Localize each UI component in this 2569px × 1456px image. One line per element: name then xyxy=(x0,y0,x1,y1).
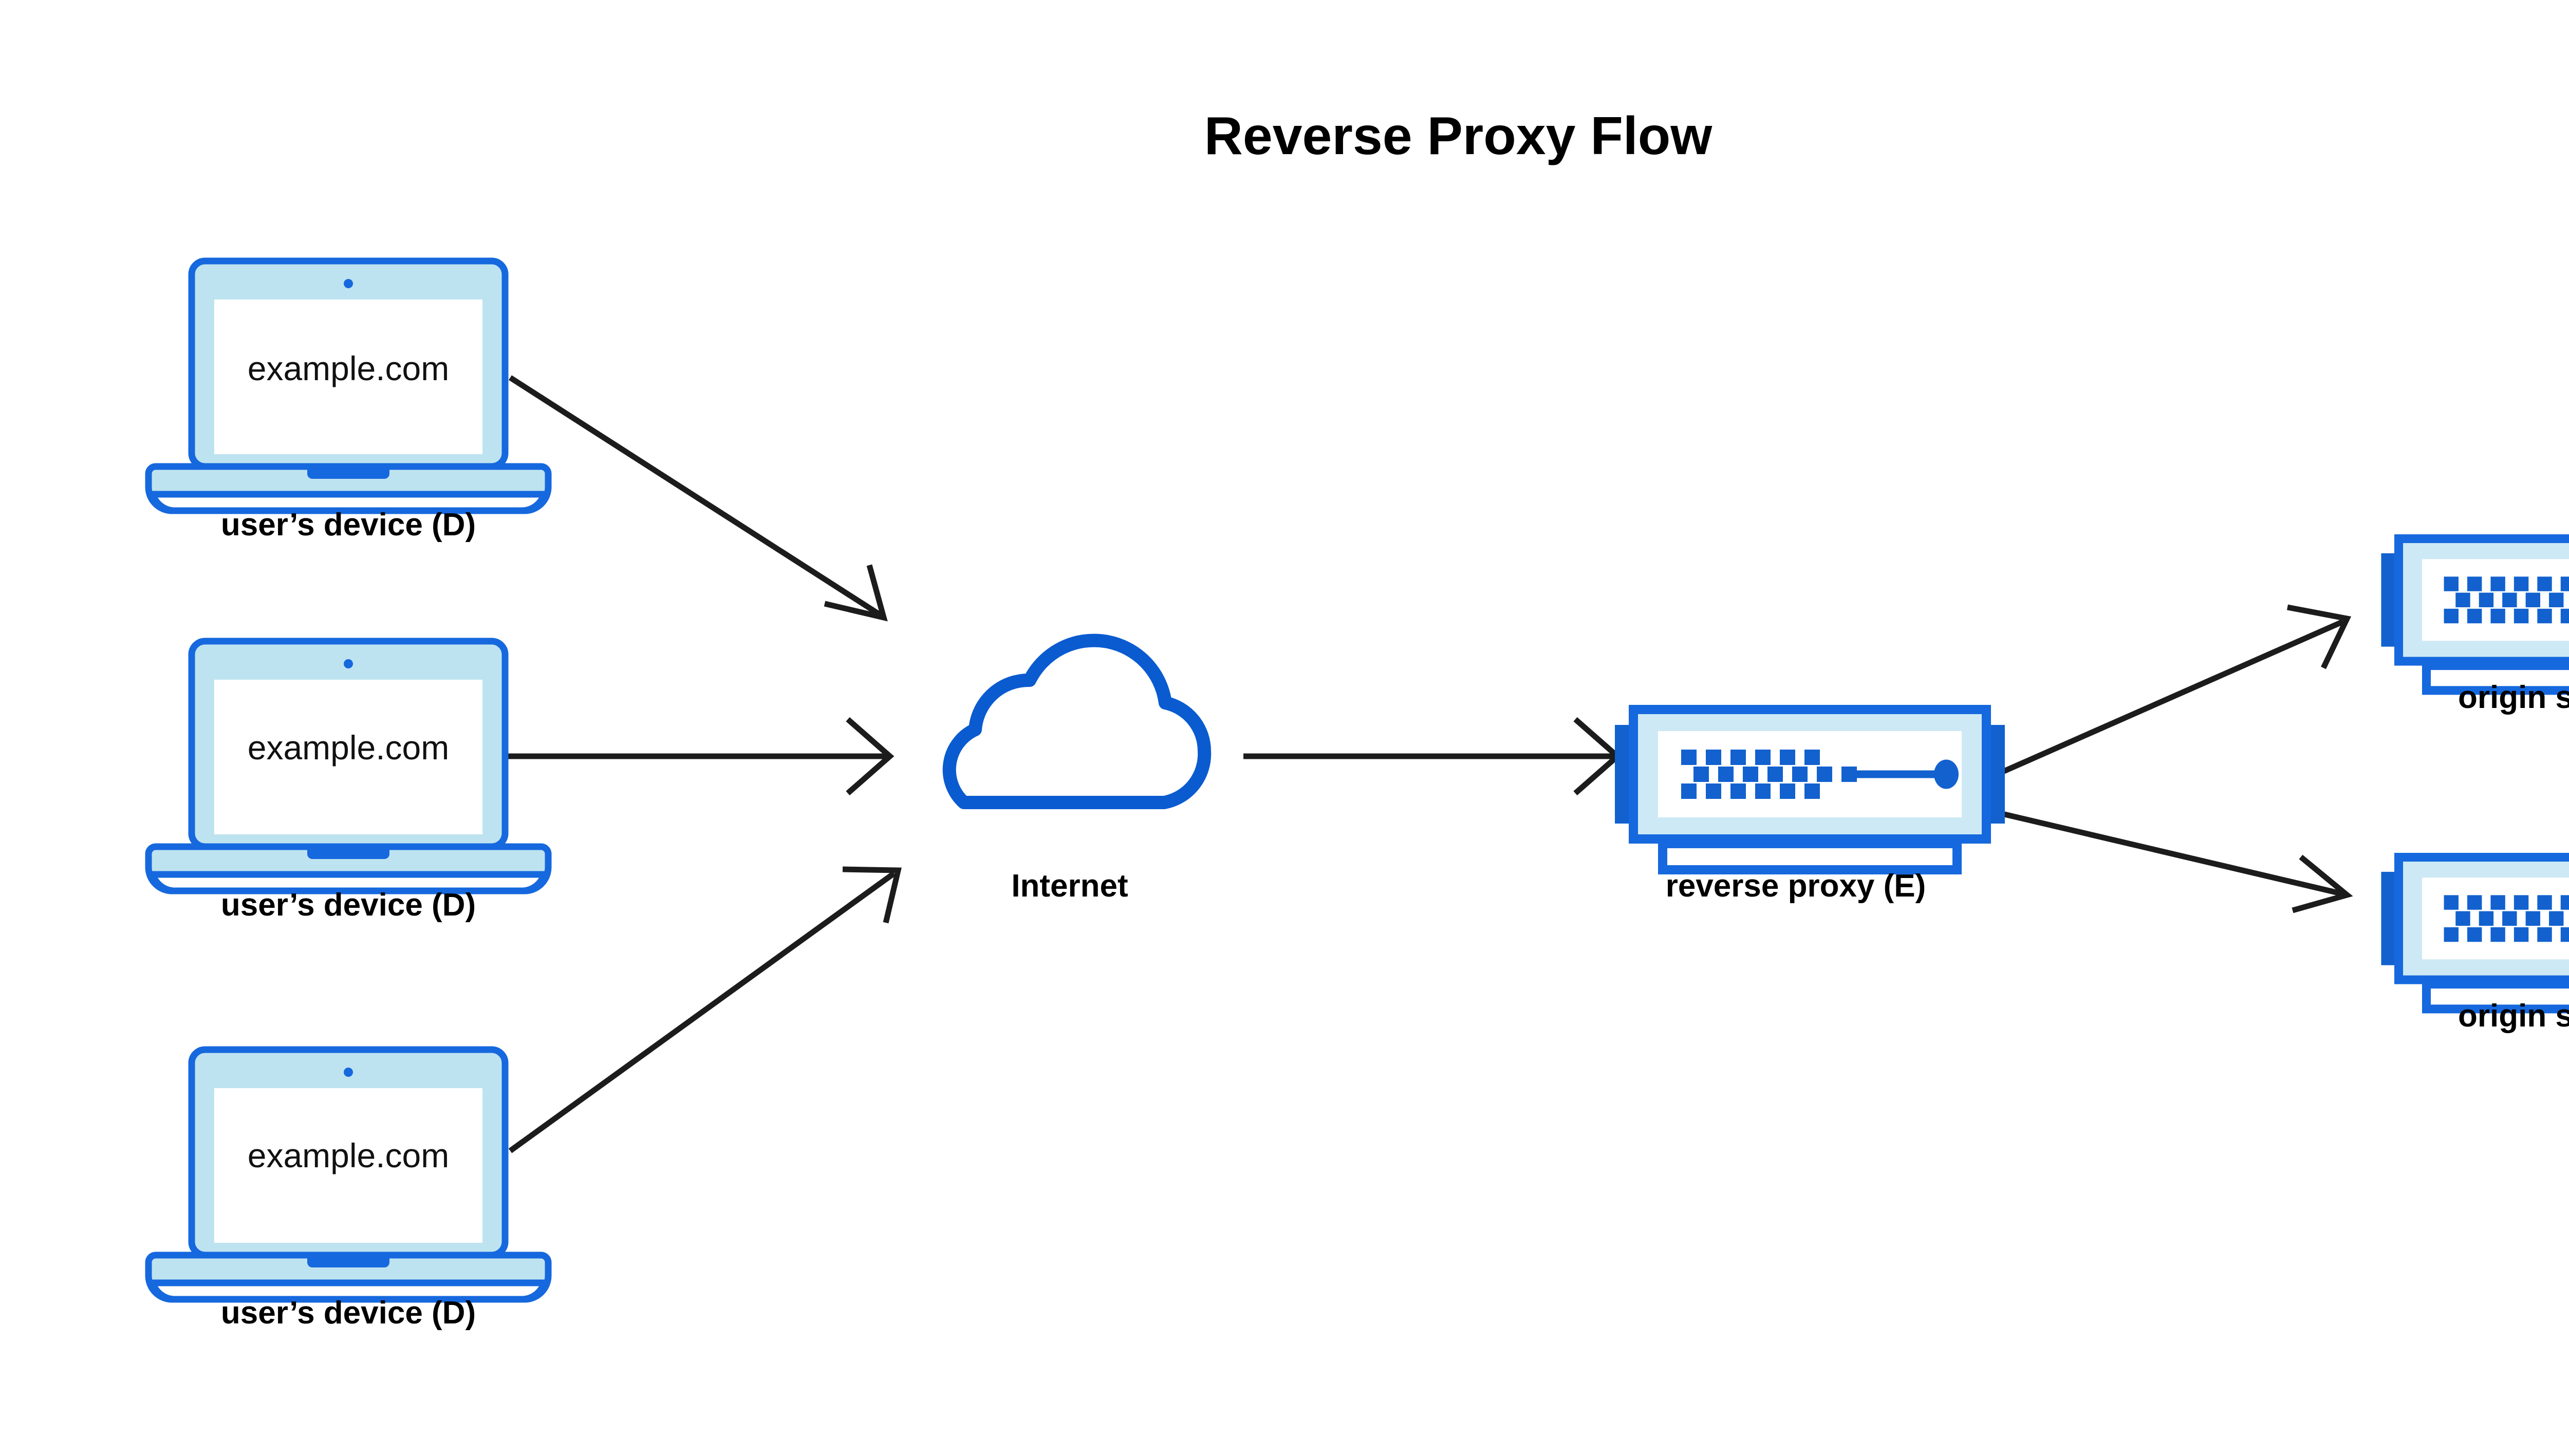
laptop-icon xyxy=(148,1050,548,1299)
node-label-client-middle: user’s device (D) xyxy=(221,887,476,923)
node-client-top[interactable]: example.com user’s device (D) xyxy=(148,261,548,543)
server-icon xyxy=(2381,539,2569,690)
browser-url-text: example.com xyxy=(248,349,450,387)
browser-url-text: example.com xyxy=(248,1136,450,1174)
server-icon xyxy=(2381,857,2569,1009)
node-label-origin-top: origin server (F) xyxy=(2458,680,2569,715)
edge-group xyxy=(508,375,2353,1153)
node-label-internet: Internet xyxy=(1011,868,1128,904)
node-label-origin-bottom: origin server (F) xyxy=(2458,998,2569,1034)
cloud-icon xyxy=(950,641,1204,802)
page-title: Reverse Proxy Flow xyxy=(1204,106,1713,166)
node-origin-top[interactable]: origin server (F) xyxy=(2381,539,2569,715)
edge-proxy-to-origin-top xyxy=(1992,604,2352,779)
node-origin-bottom[interactable]: origin server (F) xyxy=(2381,857,2569,1034)
node-reverse-proxy[interactable]: reverse proxy (E) xyxy=(1615,710,2005,904)
node-label-reverse-proxy: reverse proxy (E) xyxy=(1666,868,1926,904)
edge-client-bottom-to-internet xyxy=(508,866,902,1153)
node-client-bottom[interactable]: example.com user’s device (D) xyxy=(148,1050,548,1331)
browser-url-text: example.com xyxy=(248,729,450,767)
edge-client-top-to-internet xyxy=(509,375,888,622)
node-label-client-bottom: user’s device (D) xyxy=(221,1295,476,1331)
edge-client-middle-to-internet xyxy=(508,717,895,796)
edge-proxy-to-origin-bottom xyxy=(1993,809,2353,913)
node-internet[interactable]: Internet xyxy=(950,641,1204,904)
edge-internet-to-proxy xyxy=(1243,717,1622,796)
node-client-middle[interactable]: example.com user’s device (D) xyxy=(148,641,548,923)
server-icon xyxy=(1615,710,2005,870)
node-label-client-top: user’s device (D) xyxy=(221,507,476,543)
